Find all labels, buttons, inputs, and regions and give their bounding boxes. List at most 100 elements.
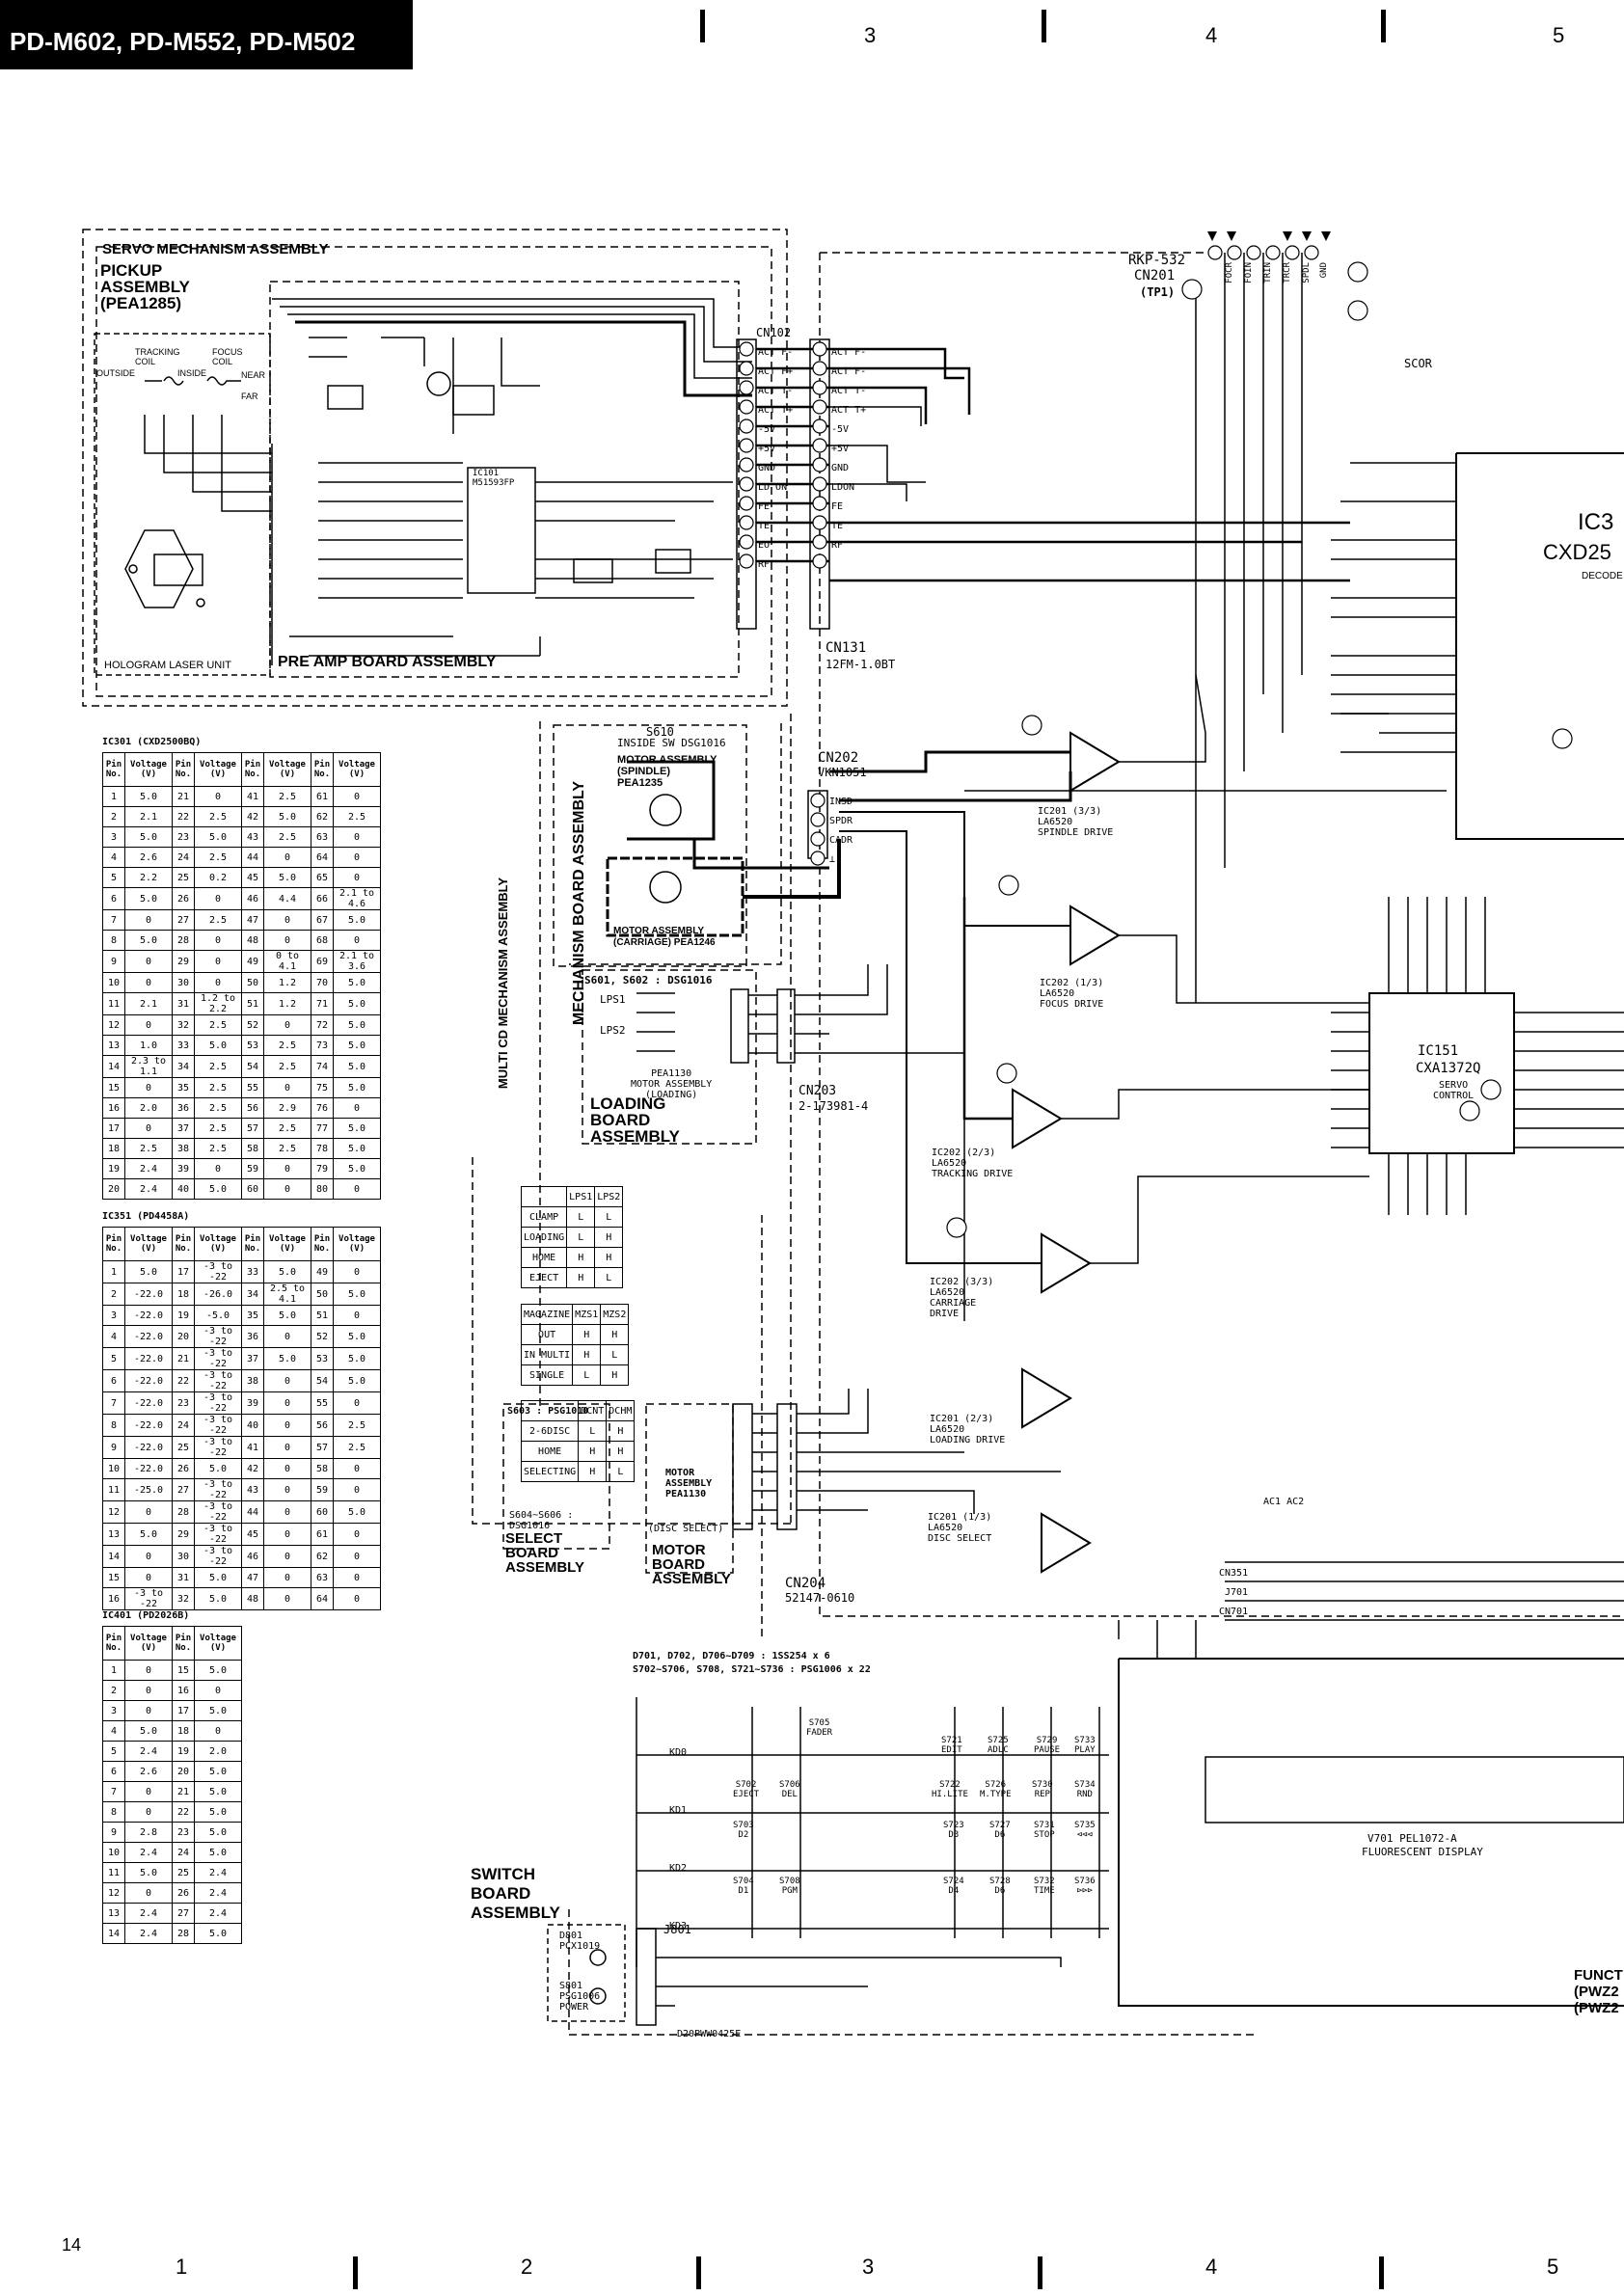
column-number: 5 (1553, 23, 1565, 47)
voltage-value: -22.0 (124, 1436, 173, 1459)
stop-key[interactable]: STOP (1034, 1830, 1055, 1840)
pin-number: 39 (241, 1391, 264, 1415)
switch-ref: S724 (943, 1877, 964, 1886)
pin-number: 1 (102, 786, 125, 807)
voltage-value: 0 (124, 1801, 173, 1823)
s610-desc: INSIDE SW DSG1016 (617, 737, 726, 749)
cell: LPS2 (594, 1186, 624, 1207)
page-title: PD-M602, PD-M552, PD-M502 (10, 27, 356, 56)
rep-key[interactable]: REP (1034, 1790, 1050, 1799)
eject-key[interactable]: EJECT (733, 1790, 760, 1799)
preamp-board-label: PRE AMP BOARD ASSEMBLY (278, 654, 497, 670)
hilite-key[interactable]: HI.LITE (932, 1790, 968, 1799)
d4-key[interactable]: D4 (948, 1886, 960, 1896)
table-header: Voltage (V) (194, 752, 242, 787)
voltage-value: 0 (124, 1781, 173, 1802)
pin-number: 74 (311, 1055, 334, 1078)
cell: H (578, 1461, 608, 1482)
switch-ref: S729 (1036, 1736, 1058, 1745)
pin-number: 6 (102, 1369, 125, 1392)
d6-key[interactable]: D6 (994, 1830, 1006, 1840)
table-header: Pin No. (102, 752, 125, 787)
pgm-key[interactable]: PGM (781, 1886, 798, 1896)
voltage-value: 2.1 (124, 806, 173, 827)
time-key[interactable]: TIME (1034, 1886, 1055, 1896)
voltage-value: 2.0 (194, 1741, 242, 1762)
pin-number: 53 (241, 1035, 264, 1056)
switch-ref: S733 (1074, 1736, 1096, 1745)
voltage-value: 2.9 (263, 1097, 311, 1119)
servo-mechanism-border (82, 229, 788, 707)
rewind-key[interactable]: ⊲⊲⊲ (1076, 1830, 1093, 1840)
pause-key[interactable]: PAUSE (1034, 1745, 1061, 1755)
pin-number: 8 (102, 1414, 125, 1437)
cell: L (594, 1206, 624, 1228)
d6-key[interactable]: D6 (994, 1886, 1006, 1896)
rnd-key[interactable]: RND (1076, 1790, 1093, 1799)
ic151-role: SERVO CONTROL (1433, 1080, 1475, 1101)
voltage-value: 5.0 (333, 1325, 381, 1348)
edit-key[interactable]: EDIT (941, 1745, 962, 1755)
voltage-value: 2.5 (263, 786, 311, 807)
cn131-pin: LDON (831, 482, 855, 493)
voltage-value: 2.5 (194, 1014, 242, 1036)
pin-number: 4 (102, 847, 125, 868)
pin-number: 8 (102, 1801, 125, 1823)
pin-number: 28 (172, 1500, 195, 1524)
pin-number: 54 (241, 1055, 264, 1078)
forward-key[interactable]: ⊳⊳⊳ (1076, 1886, 1093, 1896)
j701-label: J701 (1225, 1587, 1249, 1598)
pin-number: 43 (241, 826, 264, 848)
voltage-value: -3 to -22 (194, 1369, 242, 1392)
ic151-part: CXA1372Q (1416, 1061, 1481, 1076)
voltage-value: -22.0 (124, 1305, 173, 1326)
pin-number: 56 (241, 1097, 264, 1119)
mechanism-board-border (553, 724, 747, 967)
multi-cd-label: MULTI CD MECHANISM ASSEMBLY (496, 878, 510, 1090)
column-number: 5 (1547, 2255, 1559, 2279)
voltage-value: 2.5 (263, 1118, 311, 1139)
v701-label: V701 PEL1072-A (1367, 1832, 1457, 1845)
d3-key[interactable]: D3 (948, 1830, 960, 1840)
del-key[interactable]: DEL (781, 1790, 798, 1799)
pin-number: 2 (102, 1680, 125, 1701)
voltage-value: 2.5 (194, 806, 242, 827)
mtype-key[interactable]: M.TYPE (980, 1790, 1012, 1799)
pin-number: 75 (311, 1077, 334, 1098)
cn201-label: CN201 (1134, 268, 1176, 284)
voltage-value: 0 (194, 1720, 242, 1742)
kd-row-label: KD0 (669, 1747, 688, 1758)
cn202-pin: INSD (829, 797, 853, 807)
select-board-label: SELECT BOARD ASSEMBLY (505, 1530, 584, 1576)
d2-key[interactable]: D2 (738, 1830, 749, 1840)
cn102-label: CN102 (756, 326, 792, 339)
pin-number: 68 (311, 930, 334, 951)
d1-key[interactable]: D1 (738, 1886, 749, 1896)
kd-row-label: KD2 (669, 1863, 688, 1874)
voltage-value: 4.4 (263, 887, 311, 910)
adlc-key[interactable]: ADLC (988, 1745, 1009, 1755)
pin-number: 25 (172, 1436, 195, 1459)
voltage-value: 2.1 (124, 992, 173, 1015)
fader-key[interactable]: FADER (806, 1728, 833, 1738)
cell: OUT (520, 1324, 574, 1345)
pin-number: 59 (311, 1478, 334, 1501)
table-header: Pin No. (172, 1227, 195, 1261)
pin-number: 51 (311, 1305, 334, 1326)
ic301-table-title: IC301 (CXD2500BQ) (102, 737, 202, 747)
voltage-value: 0 (124, 1660, 173, 1681)
voltage-value: 5.0 (263, 1260, 311, 1283)
cell: H (606, 1441, 636, 1462)
pin-number: 22 (172, 1801, 195, 1823)
voltage-value: 5.0 (194, 1660, 242, 1681)
play-key[interactable]: PLAY (1074, 1745, 1096, 1755)
voltage-value: 2.5 (333, 1414, 381, 1437)
